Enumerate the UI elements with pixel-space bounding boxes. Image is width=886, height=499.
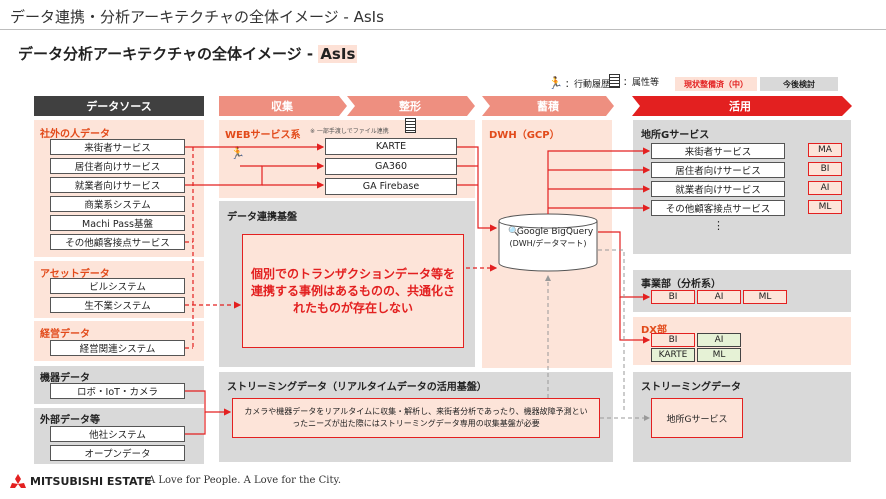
column-datasource: データソース	[34, 96, 204, 116]
mitsubishi-logo-icon	[10, 474, 26, 488]
tool-ga360: GA360	[325, 158, 457, 175]
asset-title: アセットデータ	[40, 269, 110, 280]
column-store: 蓄積	[537, 100, 559, 113]
mgmt-title: 経営データ	[40, 329, 90, 340]
dx-tag-karte: KARTE	[651, 348, 695, 362]
dx-tag-ai: AI	[697, 333, 741, 347]
badge-current: 現状整備済（中）	[675, 77, 757, 91]
biz-tag-bi: BI	[651, 290, 695, 304]
legend-attribute-label: ：属性等	[623, 77, 660, 88]
collect-arrow	[219, 96, 347, 116]
source-mgmt-system: 経営関連システム	[50, 340, 185, 356]
source-other-company: 他社システム	[50, 426, 185, 442]
streaming-need-box: カメラや機器データをリアルタイムに収集・解析し、来街者分析であったり、機器故障予…	[232, 398, 600, 438]
source-machipass: Machi Pass基盤	[50, 215, 185, 231]
line-device-stream	[185, 390, 232, 416]
source-building-system: ビルシステム	[50, 278, 185, 294]
web-service-title: WEBサービス系	[225, 130, 301, 141]
use-resident-service: 居住者向けサービス	[651, 162, 785, 178]
bigquery-db-icon	[498, 213, 598, 272]
bigquery-sub: (DWH/データマート)	[509, 239, 587, 248]
store-arrow	[482, 96, 614, 116]
source-visitor-service: 来街者サービス	[50, 139, 185, 155]
biz-tag-ai: AI	[697, 290, 741, 304]
tool-ga-firebase: GA Firebase	[325, 178, 457, 195]
bigquery-name: Google BigQuery	[516, 227, 594, 237]
web-service-note: ※ 一部手渡しでファイル連携	[310, 128, 389, 135]
use-other-touchpoint: その他顧客接点サービス	[651, 200, 785, 216]
slide-title-highlight: AsIs	[318, 45, 358, 63]
column-collect: 収集	[271, 100, 293, 113]
legend-attribute: ：属性等	[609, 74, 659, 88]
line-bq-biz	[598, 231, 651, 301]
tool-karte: KARTE	[325, 138, 457, 155]
external-data-title: 外部データ等	[40, 415, 100, 426]
biz-division-title: 事業部（分析系）	[641, 279, 721, 290]
store-arrow-bg	[482, 96, 614, 116]
column-shape: 整形	[399, 100, 421, 113]
dwh-title: DWH（GCP）	[489, 130, 560, 141]
magnifier-icon: 🔍	[508, 227, 520, 237]
page-header-title: データ連携・分析アーキテクチャの全体イメージ - AsIs	[10, 8, 384, 26]
shape-arrow	[347, 96, 475, 116]
use-visitor-service: 来街者サービス	[651, 143, 785, 159]
source-open-data: オープンデータ	[50, 445, 185, 461]
source-worker-service: 就業者向けサービス	[50, 177, 185, 193]
source-robot-iot-camera: ロボ・IoT・カメラ	[50, 383, 185, 399]
source-other-touchpoint: その他顧客接点サービス	[50, 234, 185, 250]
use-arrow	[632, 96, 852, 116]
source-resident-service: 居住者向けサービス	[50, 158, 185, 174]
use-streaming-title: ストリーミングデータ	[641, 382, 741, 393]
integration-issue-text: 個別でのトランザクションデータ等を連携する事例はあるものの、共通化されたものが存…	[251, 266, 456, 315]
use-arrow-bg	[632, 96, 852, 116]
slide-title: データ分析アーキテクチャの全体イメージ - AsIs	[18, 43, 358, 64]
device-title: 機器データ	[40, 373, 90, 384]
column-use: 活用	[729, 100, 751, 113]
footer-brand-text: MITSUBISHI ESTATE	[30, 474, 152, 488]
source-commerce-system: 商業系システム	[50, 196, 185, 212]
more-items-ellipsis: ⋮	[713, 219, 724, 232]
source-realestate-system: 生不業システム	[50, 297, 185, 313]
running-person-icon: 🏃	[230, 146, 245, 160]
running-person-icon: 🏃	[548, 76, 563, 90]
badge-future: 今後検討	[760, 77, 838, 91]
tag-ml: ML	[808, 200, 842, 214]
integration-issue-box: 個別でのトランザクションデータ等を連携する事例はあるものの、共通化されたものが存…	[242, 234, 464, 348]
group-service-title: 地所Gサービス	[641, 130, 710, 141]
footer-slogan: A Love for People. A Love for the City.	[148, 475, 341, 486]
tag-ma: MA	[808, 143, 842, 157]
dx-division-title: DX部	[641, 325, 668, 336]
legend-action: 🏃 ：行動履歴	[548, 76, 610, 90]
line-bq-dx	[619, 297, 651, 344]
dx-tag-bi: BI	[651, 333, 695, 347]
line-bq-stream-grey	[598, 249, 625, 410]
tag-ai: AI	[808, 181, 842, 195]
use-streaming-box: 地所Gサービス	[651, 398, 743, 438]
document-icon	[609, 74, 620, 88]
bigquery-label: Google BigQuery (DWH/データマート)	[498, 226, 598, 250]
line-worker-ga360	[185, 162, 325, 186]
legend-action-label: ：行動履歴	[564, 79, 610, 90]
external-people-title: 社外の人データ	[40, 129, 110, 140]
document-icon	[405, 118, 416, 133]
footer-brand: MITSUBISHI ESTATE	[10, 474, 152, 488]
line-karte-bq	[457, 146, 498, 232]
use-worker-service: 就業者向けサービス	[651, 181, 785, 197]
dx-tag-ml: ML	[697, 348, 741, 362]
integration-title: データ連携基盤	[227, 212, 297, 223]
streaming-title: ストリーミングデータ（リアルタイムデータの活用基盤）	[227, 382, 487, 393]
tag-bi: BI	[808, 162, 842, 176]
header-divider	[0, 29, 886, 30]
line-bq-visitor	[547, 147, 651, 214]
biz-tag-ml: ML	[743, 290, 787, 304]
column-arrow-group	[219, 96, 475, 116]
slide-title-prefix: データ分析アーキテクチャの全体イメージ -	[18, 45, 319, 63]
